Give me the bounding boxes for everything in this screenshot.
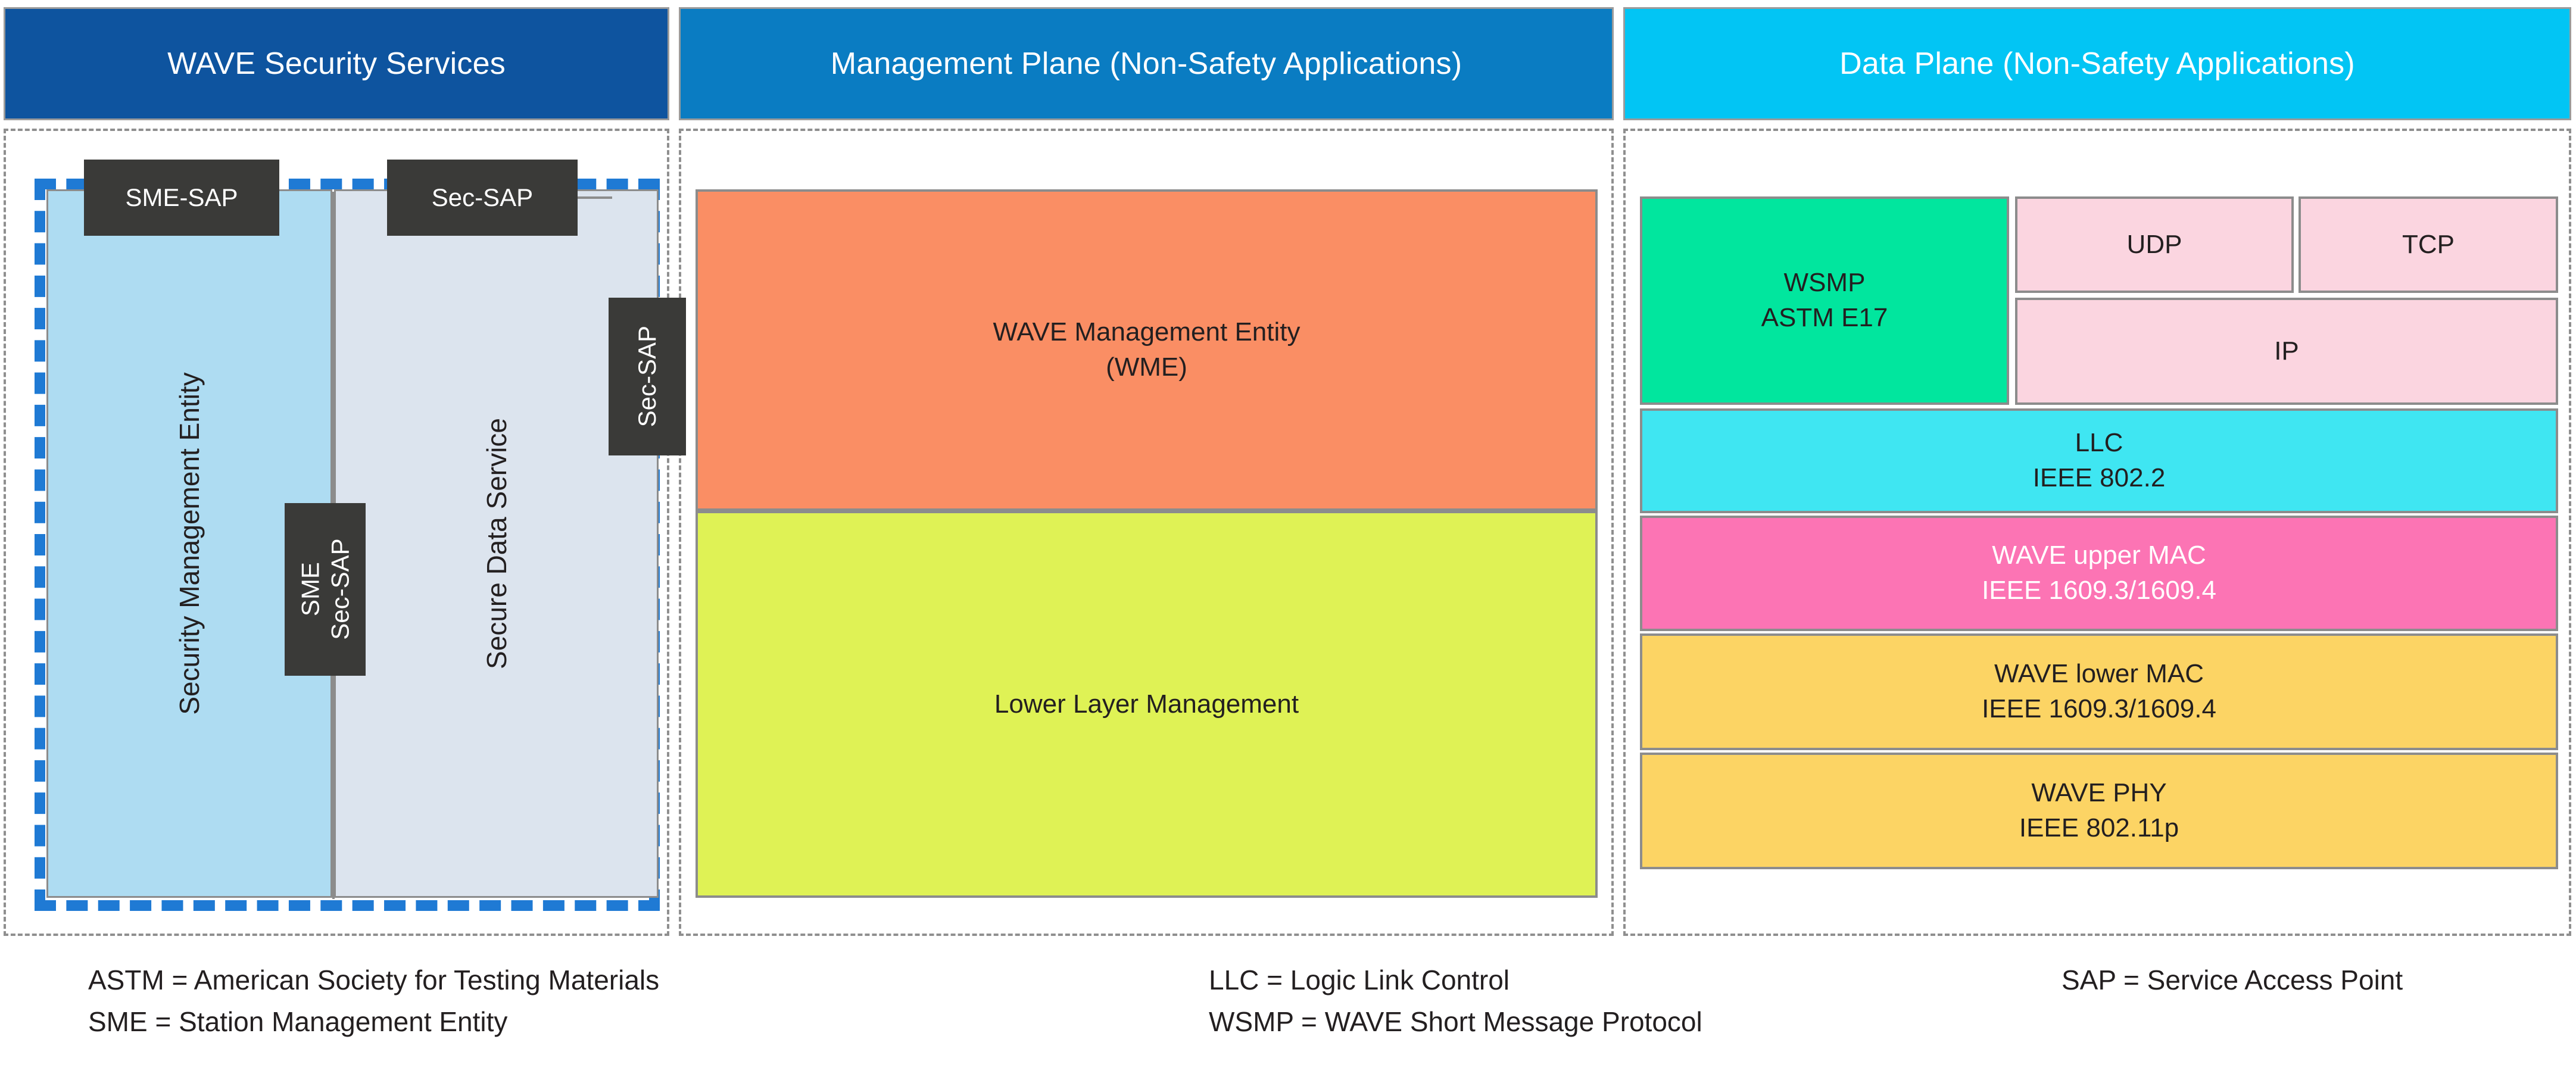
sec-sap-right-label: Sec-SAP [632,326,661,427]
udp-label: UDP [2126,229,2182,259]
wave-upper-mac-box: WAVE upper MAC IEEE 1609.3/1609.4 [1640,516,2558,631]
llc-label-line2: IEEE 802.2 [2032,463,2166,492]
lower-layer-management-label: Lower Layer Management [994,689,1299,719]
sme-sec-sap-label-line1: SME [296,562,325,617]
header-management-label: Management Plane (Non-Safety Application… [830,46,1462,81]
sme-sap-label: SME-SAP [125,183,238,211]
tcp-box: TCP [2299,196,2558,293]
tcp-label: TCP [2402,229,2455,259]
legend-astm: ASTM = American Society for Testing Mate… [88,964,660,995]
security-plane-container [4,129,669,936]
sme-sap-chip[interactable]: SME-SAP [84,160,279,236]
legend-llc: LLC = Logic Link Control [1209,964,1510,995]
sme-sec-sap-chip[interactable]: SME Sec-SAP [285,503,366,676]
secure-data-service-label: Secure Data Service [481,418,512,669]
wave-management-entity-box: WAVE Management Entity (WME) [696,189,1598,511]
phy-label-line2: IEEE 802.11p [2019,813,2179,842]
connector-sme-sds-vertical-lower [332,673,335,899]
lower-mac-label-line1: WAVE lower MAC [1994,659,2204,689]
legend-column-2: LLC = Logic Link Control WSMP = WAVE Sho… [1209,960,1702,1043]
connector-sec-sap-top [576,196,612,199]
wsmp-label-line2: ASTM E17 [1761,303,1888,332]
legend-sap: SAP = Service Access Point [2062,964,2403,995]
header-management-plane: Management Plane (Non-Safety Application… [679,7,1614,120]
sec-sap-top-label: Sec-SAP [431,183,534,211]
sec-sap-right-chip[interactable]: Sec-SAP [609,298,686,455]
secure-data-service-block: Secure Data Service [334,189,659,898]
legend-column-1: ASTM = American Society for Testing Mate… [88,960,659,1043]
phy-label-line1: WAVE PHY [2031,778,2167,808]
upper-mac-label-line1: WAVE upper MAC [1992,541,2206,570]
header-wave-security-services: WAVE Security Services [4,7,669,120]
security-management-entity-label: Security Management Entity [174,372,205,715]
wsmp-label-line1: WSMP [1783,268,1866,298]
llc-box: LLC IEEE 802.2 [1640,408,2558,513]
header-data-label: Data Plane (Non-Safety Applications) [1839,46,2355,81]
ip-label: IP [2274,336,2299,366]
wme-label-line2: (WME) [1106,352,1187,382]
udp-box: UDP [2015,196,2294,293]
ip-box: IP [2015,298,2558,405]
management-plane-container [679,129,1614,936]
wave-lower-mac-box: WAVE lower MAC IEEE 1609.3/1609.4 [1640,633,2558,750]
wme-label-line1: WAVE Management Entity [993,317,1301,347]
wsmp-box: WSMP ASTM E17 [1640,196,2009,405]
connector-sme-sds-vertical [332,192,335,507]
lower-layer-management-box: Lower Layer Management [696,511,1598,898]
wave-phy-box: WAVE PHY IEEE 802.11p [1640,753,2558,869]
upper-mac-label-line2: IEEE 1609.3/1609.4 [1982,576,2216,605]
header-security-label: WAVE Security Services [167,46,506,81]
llc-label-line1: LLC [2075,428,2123,458]
legend-wsmp: WSMP = WAVE Short Message Protocol [1209,1006,1702,1037]
legend-column-3: SAP = Service Access Point [2062,960,2403,1001]
lower-mac-label-line2: IEEE 1609.3/1609.4 [1982,694,2216,723]
data-plane-container [1623,129,2571,936]
header-data-plane: Data Plane (Non-Safety Applications) [1623,7,2571,120]
legend-sme: SME = Station Management Entity [88,1006,508,1037]
sec-sap-top-chip[interactable]: Sec-SAP [387,160,578,236]
sme-sec-sap-label-line2: Sec-SAP [326,538,354,641]
